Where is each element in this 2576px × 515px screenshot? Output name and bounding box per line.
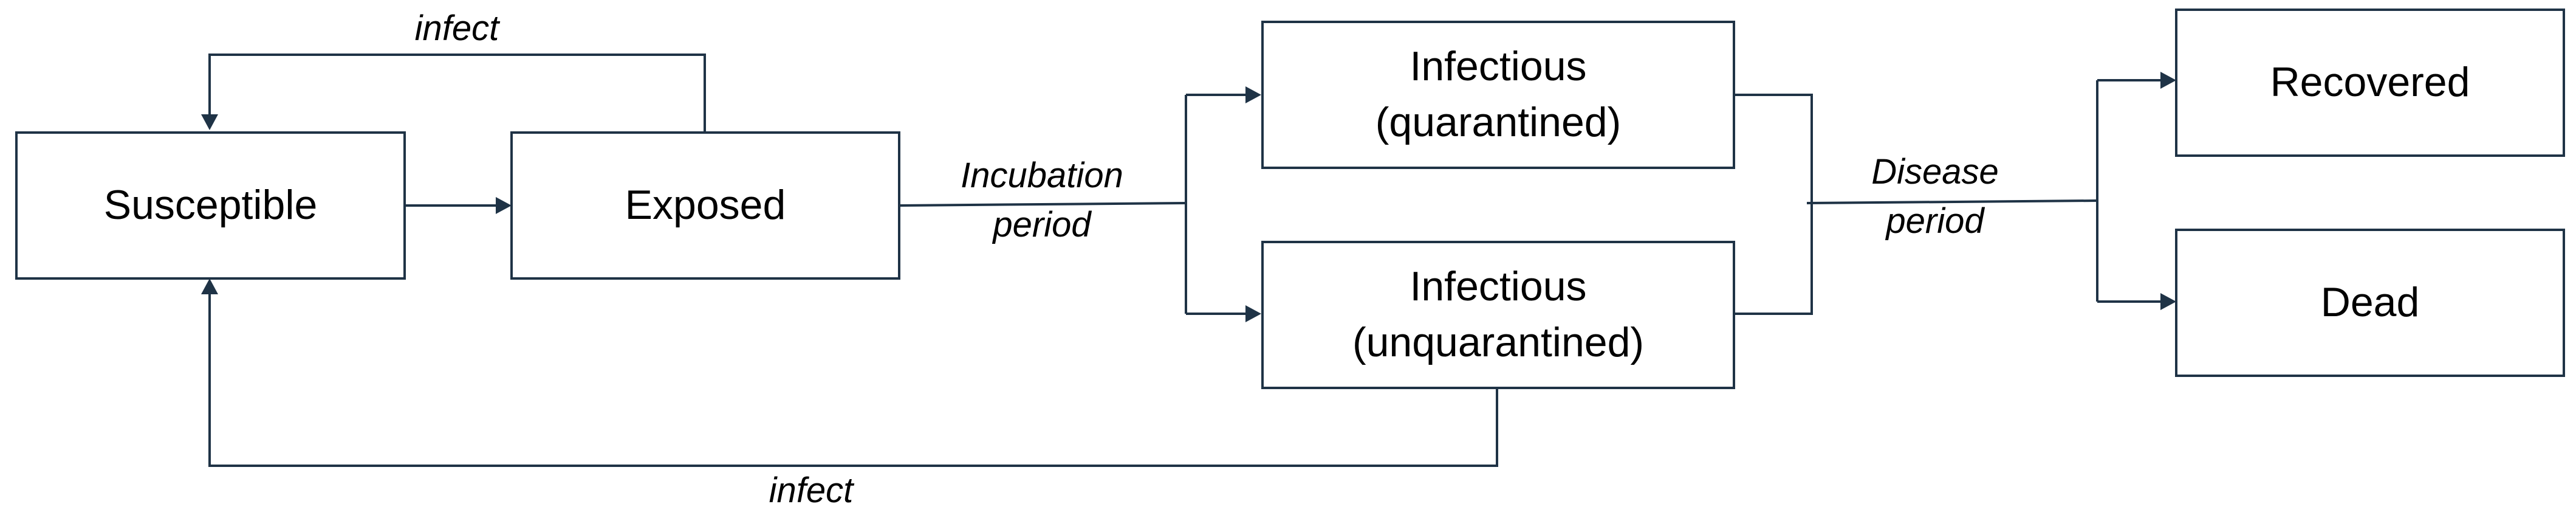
split-to-dead-arrowhead xyxy=(2160,293,2176,310)
recovered-label: Recovered xyxy=(2270,59,2470,106)
disease-period-label: Disease period xyxy=(1871,152,1999,241)
infectious-unquarantined-label: Infectious (unquarantined) xyxy=(1352,263,1645,365)
incubation-period-label: Incubation period xyxy=(961,156,1123,245)
infect-loop-bottom-line xyxy=(208,294,1498,467)
split-to-unquarantined-arrowhead xyxy=(1245,305,1261,322)
susceptible-box: Susceptible xyxy=(15,131,406,280)
infect-top-label: infect xyxy=(414,9,499,48)
incubation-line xyxy=(899,202,1187,207)
infect-loop-top-arrowhead xyxy=(201,114,218,130)
split-to-recovered-arrowhead xyxy=(2160,72,2176,89)
susceptible-label: Susceptible xyxy=(103,182,318,229)
exposed-label: Exposed xyxy=(625,182,786,229)
infectious-quarantined-box: Infectious (quarantined) xyxy=(1261,21,1735,169)
dead-label: Dead xyxy=(2320,279,2420,326)
susceptible-to-exposed-arrowhead xyxy=(496,197,512,214)
recovered-box: Recovered xyxy=(2175,9,2565,157)
dead-box: Dead xyxy=(2175,229,2565,377)
exposed-box: Exposed xyxy=(510,131,900,280)
split-to-quarantined-arrowhead xyxy=(1245,86,1261,103)
disease-line xyxy=(1806,199,2098,204)
infectious-quarantined-label: Infectious (quarantined) xyxy=(1375,43,1622,145)
infect-loop-top-line xyxy=(208,54,706,131)
infectious-unquarantined-box: Infectious (unquarantined) xyxy=(1261,241,1735,389)
infect-bottom-label: infect xyxy=(769,471,854,510)
quarantined-to-merge-line xyxy=(1735,94,1813,315)
infect-loop-bottom-arrowhead xyxy=(201,278,218,294)
